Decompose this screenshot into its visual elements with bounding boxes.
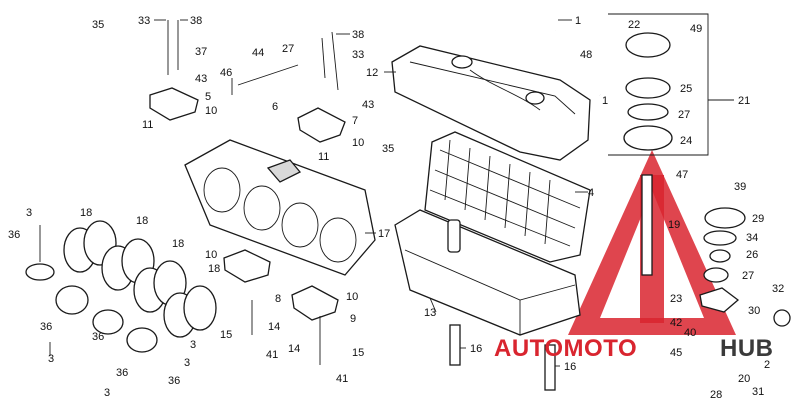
callout-6: 6 xyxy=(272,101,278,113)
breather-hose xyxy=(554,29,601,97)
callout-3: 3 xyxy=(104,387,110,399)
callout-36: 36 xyxy=(40,321,52,333)
watermark-brand-end: HUB xyxy=(720,335,774,362)
callout-18: 18 xyxy=(136,215,148,227)
callout-16: 16 xyxy=(470,343,482,355)
callout-14: 14 xyxy=(268,321,280,333)
callout-47: 47 xyxy=(676,169,688,181)
callout-45: 45 xyxy=(670,347,682,359)
callout-38: 38 xyxy=(352,29,364,41)
callout-28: 28 xyxy=(710,389,722,401)
callout-41: 41 xyxy=(336,373,348,385)
callout-39: 39 xyxy=(734,181,746,193)
callout-33: 33 xyxy=(352,49,364,61)
callout-15: 15 xyxy=(352,347,364,359)
callout-48: 48 xyxy=(580,49,592,61)
callout-27: 27 xyxy=(742,270,754,282)
callout-37: 37 xyxy=(195,46,207,58)
callout-16: 16 xyxy=(564,361,576,373)
callout-11: 11 xyxy=(318,151,329,163)
callout-31: 31 xyxy=(752,386,764,398)
callout-18: 18 xyxy=(172,238,184,250)
callout-2: 2 xyxy=(764,359,770,371)
callout-1: 1 xyxy=(602,95,608,107)
callout-11: 11 xyxy=(142,119,153,131)
callout-35: 35 xyxy=(92,19,104,31)
callout-23: 23 xyxy=(670,293,682,305)
callout-27: 27 xyxy=(678,109,690,121)
callout-labels: 35 33 38 37 43 5 10 11 46 44 6 27 38 33 … xyxy=(8,15,784,401)
callout-38: 38 xyxy=(190,15,202,27)
callout-19: 19 xyxy=(668,219,680,231)
air-filter-element xyxy=(424,131,591,263)
callout-7: 7 xyxy=(352,115,358,127)
callout-15: 15 xyxy=(220,329,232,341)
callout-46: 46 xyxy=(220,67,232,79)
callout-40: 40 xyxy=(684,327,696,339)
callout-8: 8 xyxy=(275,293,281,305)
callout-3: 3 xyxy=(190,339,196,351)
callout-32: 32 xyxy=(772,283,784,295)
air-cleaner-case xyxy=(394,209,581,336)
callout-10: 10 xyxy=(205,105,217,117)
cap-parts xyxy=(699,207,791,327)
callout-36: 36 xyxy=(116,367,128,379)
bolts-and-rods xyxy=(167,20,653,391)
callout-18: 18 xyxy=(80,207,92,219)
callout-14: 14 xyxy=(288,343,300,355)
mount-brackets xyxy=(149,87,346,321)
callout-34: 34 xyxy=(746,232,758,244)
carburetor-insulators xyxy=(63,220,217,338)
callout-44: 44 xyxy=(252,47,264,59)
watermark-text: AUTOMOTO HUB xyxy=(494,335,774,362)
callout-43: 43 xyxy=(362,99,374,111)
callout-3: 3 xyxy=(48,353,54,365)
callout-5: 5 xyxy=(205,91,211,103)
callout-30: 30 xyxy=(748,305,760,317)
callout-1: 1 xyxy=(575,15,581,27)
callout-49: 49 xyxy=(690,23,702,35)
air-cleaner-cover xyxy=(391,45,591,161)
callout-33: 33 xyxy=(138,15,150,27)
watermark-brand-main: AUTOMOTO xyxy=(494,335,637,362)
callout-41: 41 xyxy=(266,349,278,361)
callout-42: 42 xyxy=(670,317,682,329)
callout-36: 36 xyxy=(8,229,20,241)
callout-18: 18 xyxy=(208,263,220,275)
callout-9: 9 xyxy=(350,313,356,325)
callout-12: 12 xyxy=(366,67,378,79)
callout-21: 21 xyxy=(738,95,750,107)
callout-4: 4 xyxy=(588,187,594,199)
callout-10: 10 xyxy=(346,291,358,303)
callout-27: 27 xyxy=(282,43,294,55)
callout-35: 35 xyxy=(382,143,394,155)
callout-25: 25 xyxy=(680,83,692,95)
hose-clamps xyxy=(25,263,158,353)
callout-3: 3 xyxy=(26,207,32,219)
callout-20: 20 xyxy=(738,373,750,385)
breather-assembly xyxy=(608,13,709,156)
callout-17: 17 xyxy=(378,228,390,240)
callout-36: 36 xyxy=(92,331,104,343)
callout-24: 24 xyxy=(680,135,692,147)
callout-36: 36 xyxy=(168,375,180,387)
callout-10: 10 xyxy=(205,249,217,261)
callout-10: 10 xyxy=(352,137,364,149)
head-cover xyxy=(184,139,376,276)
callout-3: 3 xyxy=(184,357,190,369)
callout-43: 43 xyxy=(195,73,207,85)
callout-26: 26 xyxy=(746,249,758,261)
leader-lines xyxy=(39,19,734,367)
callout-13: 13 xyxy=(424,307,436,319)
callout-29: 29 xyxy=(752,213,764,225)
callout-22: 22 xyxy=(628,19,640,31)
